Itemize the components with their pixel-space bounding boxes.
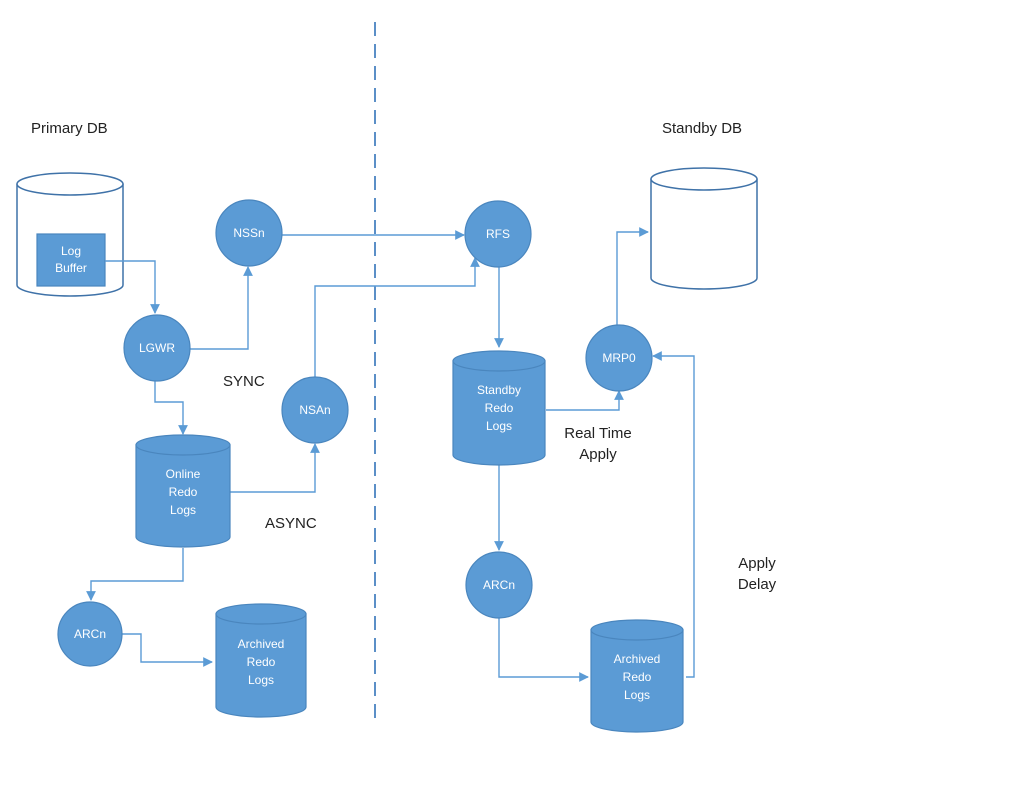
log-buffer-line-2: Buffer xyxy=(55,261,87,275)
svg-text:RFS: RFS xyxy=(486,227,510,241)
connector-arcn-archived-primary xyxy=(122,633,213,667)
archived-standby-line-1: Archived xyxy=(614,652,661,666)
svg-text:LGWR: LGWR xyxy=(139,341,175,355)
online-redo-line-2: Redo xyxy=(169,485,198,499)
online-redo-line-3: Logs xyxy=(170,503,196,517)
log-buffer-box: Log Buffer xyxy=(36,233,106,287)
standby-redo-line-2: Redo xyxy=(485,401,514,415)
rfs-node: RFS xyxy=(464,200,532,268)
online-redo-logs-cylinder: Online Redo Logs xyxy=(135,434,231,548)
archived-redo-logs-standby-cylinder: Archived Redo Logs xyxy=(590,619,684,733)
nsan-node: NSAn xyxy=(281,376,349,444)
standby-redo-line-3: Logs xyxy=(486,419,512,433)
connector-standby-redo-mrp0 xyxy=(546,390,624,411)
standby-redo-line-1: Standby xyxy=(477,383,521,397)
archived-standby-line-2: Redo xyxy=(623,670,652,684)
svg-text:ARCn: ARCn xyxy=(483,578,515,592)
archived-standby-line-3: Logs xyxy=(624,688,650,702)
archived-primary-line-3: Logs xyxy=(248,673,274,687)
archived-primary-line-1: Archived xyxy=(238,637,285,651)
connector-lgwr-online xyxy=(154,380,188,435)
sync-label: SYNC xyxy=(223,373,265,390)
apply-delay-line-1: Apply xyxy=(738,555,776,572)
nssn-node: NSSn xyxy=(215,199,283,267)
log-buffer-line-1: Log xyxy=(61,244,81,258)
standby-redo-logs-cylinder: Standby Redo Logs xyxy=(452,350,546,466)
real-time-apply-line-1: Real Time xyxy=(564,425,632,442)
arcn-standby-node: ARCn xyxy=(465,551,533,619)
svg-text:NSSn: NSSn xyxy=(233,226,264,240)
connector-lgwr-nssn xyxy=(189,266,253,350)
async-label: ASYNC xyxy=(265,515,317,532)
connector-nsan-rfs xyxy=(314,257,480,378)
connectors xyxy=(86,227,695,682)
connector-online-nsan xyxy=(230,443,320,493)
connector-online-arcn xyxy=(86,548,184,601)
connector-logbuffer-lgwr xyxy=(105,260,160,314)
online-redo-line-1: Online xyxy=(166,467,201,481)
real-time-apply-line-2: Apply xyxy=(579,446,617,463)
connector-arcn-archived-standby xyxy=(498,618,589,682)
arcn-primary-node: ARCn xyxy=(57,601,123,667)
lgwr-node: LGWR xyxy=(123,314,191,382)
standby-db-title: Standby DB xyxy=(662,120,742,137)
standby-db-cylinder xyxy=(650,167,758,290)
svg-text:MRP0: MRP0 xyxy=(602,351,636,365)
svg-text:ARCn: ARCn xyxy=(74,627,106,641)
apply-delay-line-2: Delay xyxy=(738,576,777,593)
archived-redo-logs-primary-cylinder: Archived Redo Logs xyxy=(215,603,307,718)
mrp0-node: MRP0 xyxy=(585,324,653,392)
primary-db-title: Primary DB xyxy=(31,120,108,137)
archived-primary-line-2: Redo xyxy=(247,655,276,669)
connector-archived-standby-mrp0 xyxy=(652,351,695,678)
connector-mrp0-standby-db xyxy=(616,227,649,327)
svg-text:NSAn: NSAn xyxy=(299,403,330,417)
